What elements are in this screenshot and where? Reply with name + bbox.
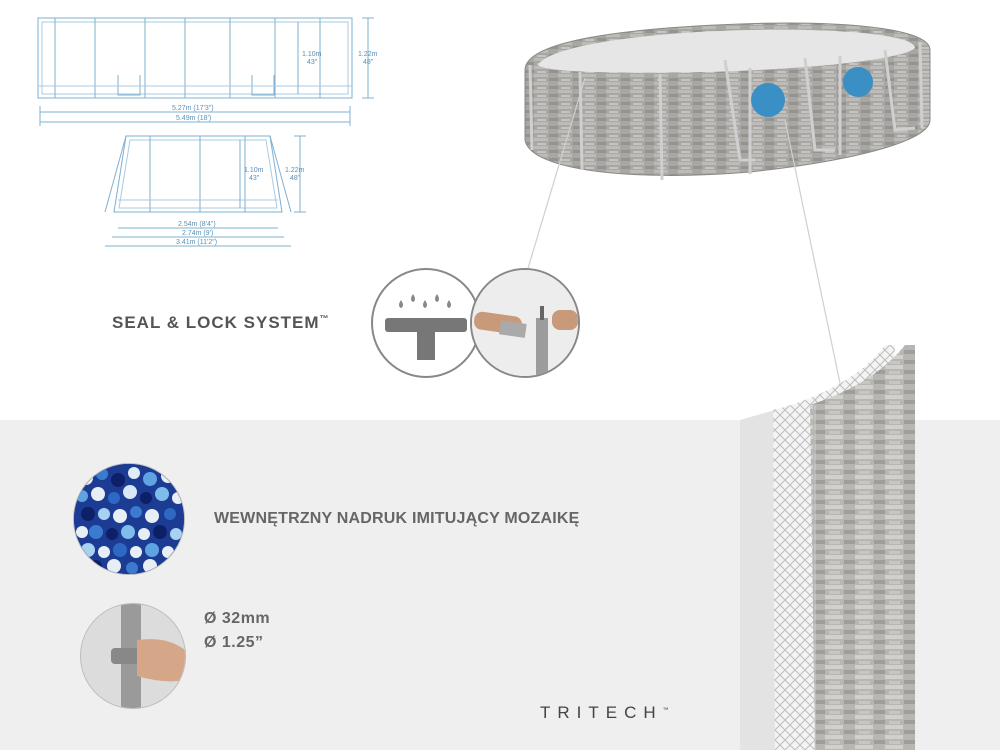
seal-icon-circle [371,268,481,378]
tritech-wall-section [740,345,915,750]
pool-image [524,22,931,181]
pipe-connection-icon [472,270,578,376]
top-inner-height-in: 43" [307,59,318,66]
water-drop-seal-icon [385,294,467,360]
frame-pipe-icon [81,604,185,708]
porthole-1 [751,83,785,117]
top-inner-height: 1.10m [302,51,322,58]
tritech-brand: TRITECH™ [540,703,669,722]
side-outer-height: 1.22m [285,167,305,174]
porthole-2 [843,67,873,97]
seal-lock-title: SEAL & LOCK SYSTEM™ [112,313,330,332]
frame-pipe-swatch [80,603,186,709]
side-inner-height-in: 43" [249,175,260,182]
side-width-3: 3.41m (11'2") [176,239,217,246]
side-width-1: 2.54m (8'4") [178,221,216,228]
side-width-2: 2.74m (9') [182,230,213,237]
dimension-diagram: 1.10m 43" 1.22m 48" 5.27m (17'3") 5.49m … [37,17,378,247]
diameter-mm: Ø 32mm [204,610,271,627]
top-outer-height-in: 48" [363,59,374,66]
mosaic-swatch [73,463,185,575]
side-inner-height: 1.10m [244,167,264,174]
mosaic-pattern-icon [74,464,184,574]
pipe-lock-circle [470,268,580,378]
top-outer-length: 5.49m (18') [176,115,211,122]
mosaic-label: WEWNĘTRZNY NADRUK IMITUJĄCY MOZAIKĘ [214,510,580,527]
top-outer-height: 1.22m [358,51,378,58]
side-outer-height-in: 48" [290,175,301,182]
top-inner-length: 5.27m (17'3") [172,105,214,112]
diameter-in: Ø 1.25” [204,634,264,651]
